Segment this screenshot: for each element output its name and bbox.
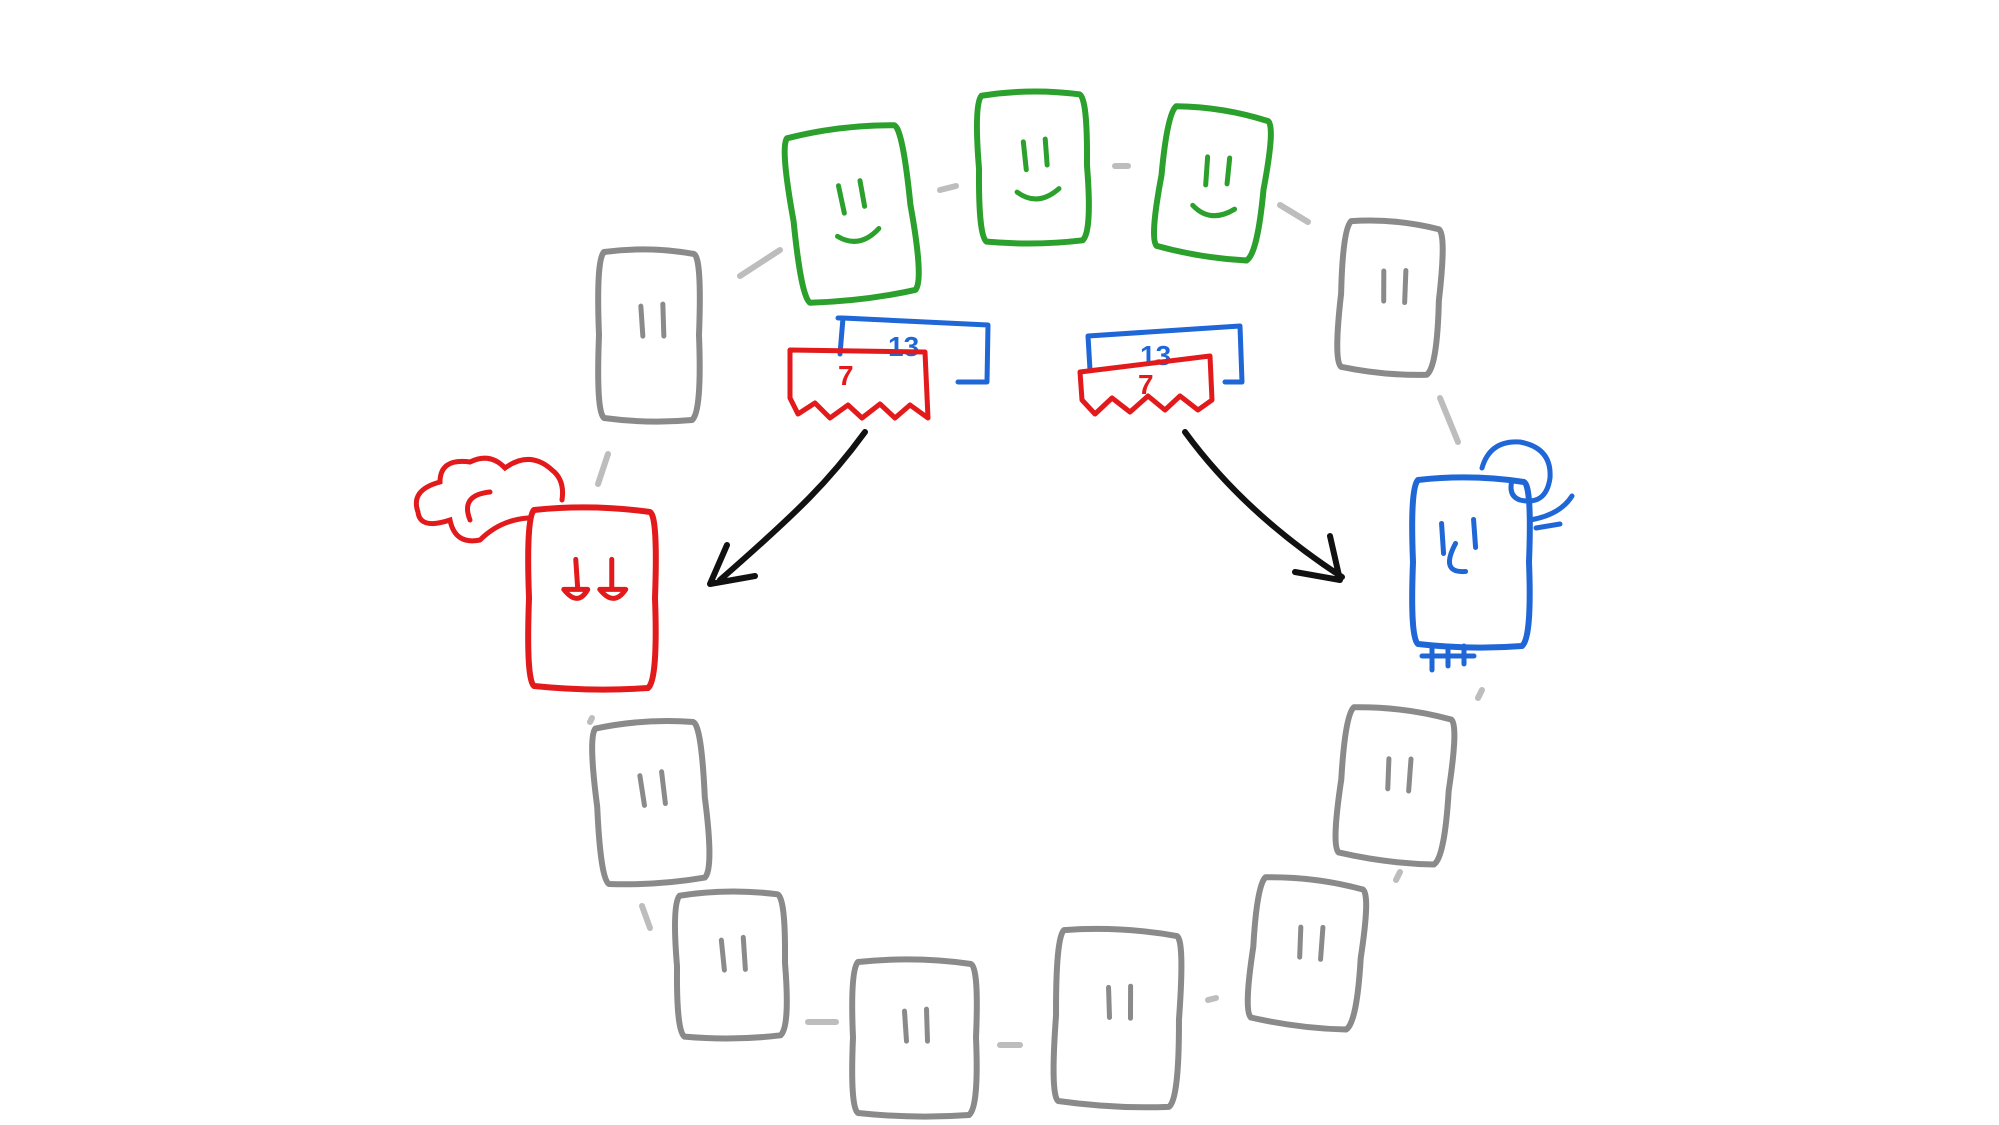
ring-node-happy: [973, 88, 1092, 247]
node-body: [671, 888, 790, 1042]
ring-node-idle: [849, 956, 980, 1120]
ring-link: [1277, 202, 1311, 225]
ring-link: [639, 903, 653, 931]
node-body: [1050, 925, 1185, 1111]
ring-node-idle: [595, 246, 703, 425]
message-left-red-card: [787, 347, 931, 421]
node-body: [1151, 103, 1274, 264]
confused-node-swirl: [1479, 439, 1575, 531]
ring-node-idle: [671, 888, 790, 1042]
neutral-face: [1297, 924, 1326, 962]
node-body: [595, 246, 703, 425]
message-right-red-label: 7: [1138, 369, 1154, 400]
message-left-blue-label: 13: [888, 331, 919, 362]
ring-link: [1205, 995, 1219, 1003]
ring-link: [1437, 395, 1461, 445]
message-left-blue-card: [835, 315, 991, 385]
node-body: [973, 88, 1092, 247]
neutral-face: [637, 769, 668, 808]
node-body: [849, 956, 980, 1120]
smiling-face: [835, 178, 882, 244]
node-body: [1409, 474, 1533, 651]
ring-node-idle: [1050, 925, 1185, 1111]
node-body: [1334, 217, 1446, 378]
ring-link: [1393, 869, 1403, 883]
smiling-face: [1014, 136, 1062, 202]
confusion-swirl: [1479, 439, 1575, 531]
arrow-left: [707, 429, 868, 587]
node-body: [781, 122, 922, 306]
node-body: [1332, 704, 1458, 868]
ring-node-happy: [781, 122, 922, 306]
neutral-face: [1106, 983, 1134, 1021]
ring-node-idle: [1244, 874, 1370, 1033]
message-right-blue-card: [1085, 323, 1245, 385]
arrow-right: [1182, 429, 1345, 583]
ring-link: [1475, 687, 1485, 701]
confused-face: [1419, 516, 1479, 673]
angry-face: [561, 556, 629, 601]
neutral-face: [718, 934, 748, 973]
ring-links: [587, 163, 1485, 1048]
ring-node-idle: [1332, 704, 1458, 868]
ring-node-blue: [1409, 474, 1533, 673]
ring-node-angry: [525, 504, 659, 693]
neutral-face: [1381, 268, 1409, 306]
neutral-face: [1385, 756, 1414, 794]
node-body: [589, 718, 713, 888]
ring-link: [587, 715, 595, 725]
node-body: [525, 504, 659, 693]
message-right-red-card: [1077, 353, 1215, 417]
neutral-face: [902, 1006, 930, 1044]
message-left-red-label: 7: [838, 360, 854, 391]
ring-node-idle: [1334, 217, 1446, 378]
message-left: 13 7: [787, 315, 991, 421]
ring-link: [595, 451, 611, 487]
node-body: [1244, 874, 1370, 1033]
neutral-face: [638, 301, 667, 339]
ring-node-idle: [589, 718, 713, 888]
smoke-cloud: [413, 455, 565, 544]
angry-node-smoke: [413, 455, 565, 544]
ring-link: [737, 247, 783, 279]
message-right: 13 7: [1077, 323, 1245, 417]
ring-nodes: [525, 88, 1533, 1120]
ring-link: [937, 183, 959, 193]
ring-node-happy: [1151, 103, 1274, 264]
smiling-face: [1190, 154, 1238, 219]
